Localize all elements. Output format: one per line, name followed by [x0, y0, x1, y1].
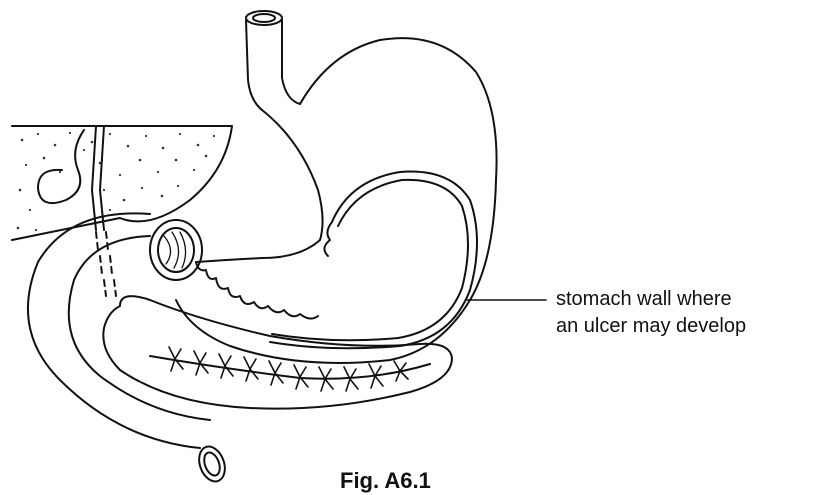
- duodenum: [28, 213, 229, 485]
- intestine-opening: [195, 443, 230, 485]
- stomach-rugae: [196, 262, 268, 308]
- gallbladder-and-bile-duct: [38, 126, 116, 296]
- stomach-outer-wall: [176, 38, 497, 363]
- liver-stipple: [17, 132, 215, 231]
- stomach-lesser-curvature: [196, 110, 323, 262]
- pancreas-branches: [169, 347, 408, 391]
- esophagus: [246, 11, 300, 110]
- annotation-label-line-2: an ulcer may develop: [556, 312, 746, 340]
- pyloric-sphincter: [150, 220, 202, 280]
- figure-caption: Fig. A6.1: [340, 468, 431, 494]
- stomach-inner-wall: [270, 172, 477, 349]
- annotation-label-line-1: stomach wall where: [556, 285, 732, 313]
- stomach: [176, 38, 497, 363]
- liver-region: [12, 126, 232, 240]
